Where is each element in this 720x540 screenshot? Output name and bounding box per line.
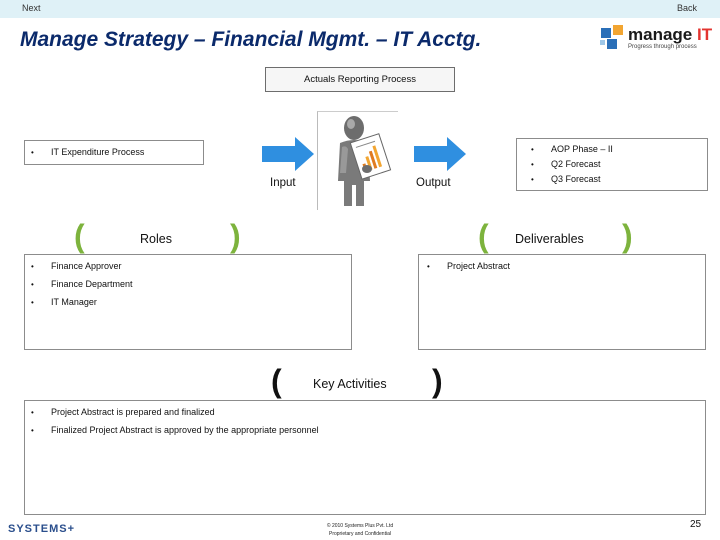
bullet-icon: • — [31, 148, 34, 157]
input-label: Input — [270, 177, 296, 189]
bullet-icon: • — [31, 426, 34, 435]
bullet-icon: • — [531, 160, 534, 169]
key-activities-panel: •Project Abstract is prepared and finali… — [24, 400, 706, 515]
bullet-icon: • — [31, 408, 34, 417]
output-item: •Q3 Forecast — [531, 174, 601, 184]
process-illustration — [317, 111, 398, 210]
activity-item: •Project Abstract is prepared and finali… — [31, 407, 215, 417]
systems-plus-logo: SYSTEMS+ — [8, 523, 76, 535]
key-activities-title: Key Activities — [311, 377, 389, 391]
logo-wordmark: manage IT — [628, 25, 713, 44]
top-bar — [0, 0, 720, 18]
deliverable-item: •Project Abstract — [427, 261, 511, 271]
role-item: •Finance Department — [31, 279, 133, 289]
deliverables-right-bracket-icon: ) — [622, 218, 633, 254]
deliverables-title: Deliverables — [513, 232, 586, 246]
roles-panel: •Finance Approver •Finance Department •I… — [24, 254, 352, 350]
role-item: •IT Manager — [31, 297, 97, 307]
roles-right-bracket-icon: ) — [230, 218, 241, 254]
activity-item: •Finalized Project Abstract is approved … — [31, 425, 319, 435]
role-item: •Finance Approver — [31, 261, 122, 271]
page-title: Manage Strategy – Financial Mgmt. – IT A… — [20, 28, 482, 51]
bullet-icon: • — [31, 280, 34, 289]
bullet-icon: • — [31, 262, 34, 271]
manage-it-logo-icon — [600, 25, 623, 49]
next-link[interactable]: Next — [22, 3, 41, 13]
deliverables-panel: •Project Abstract — [418, 254, 706, 350]
roles-title: Roles — [138, 232, 174, 246]
deliverables-left-bracket-icon: ( — [478, 218, 489, 254]
bullet-icon: • — [31, 298, 34, 307]
roles-left-bracket-icon: ( — [74, 218, 85, 254]
bullet-icon: • — [427, 262, 430, 271]
output-label: Output — [416, 177, 451, 189]
activities-right-bracket-icon: ) — [432, 363, 443, 399]
person-with-chart-icon — [338, 116, 392, 206]
input-item: •IT Expenditure Process — [31, 147, 145, 157]
bullet-icon: • — [531, 175, 534, 184]
process-title-box: Actuals Reporting Process — [265, 67, 455, 92]
activities-left-bracket-icon: ( — [271, 363, 282, 399]
bullet-icon: • — [531, 145, 534, 154]
input-panel: •IT Expenditure Process — [24, 140, 204, 165]
copyright-notice: © 2010 Systems Plus Pvt. Ltd Proprietary… — [326, 523, 394, 537]
output-item: •Q2 Forecast — [531, 159, 601, 169]
back-link[interactable]: Back — [677, 3, 698, 13]
output-item: •AOP Phase – II — [531, 144, 613, 154]
output-panel: •AOP Phase – II •Q2 Forecast •Q3 Forecas… — [516, 138, 708, 191]
page-number: 25 — [690, 519, 702, 530]
logo-tagline: Progress through process — [628, 44, 697, 50]
output-arrow-icon — [414, 137, 466, 171]
input-arrow-icon — [262, 137, 314, 171]
